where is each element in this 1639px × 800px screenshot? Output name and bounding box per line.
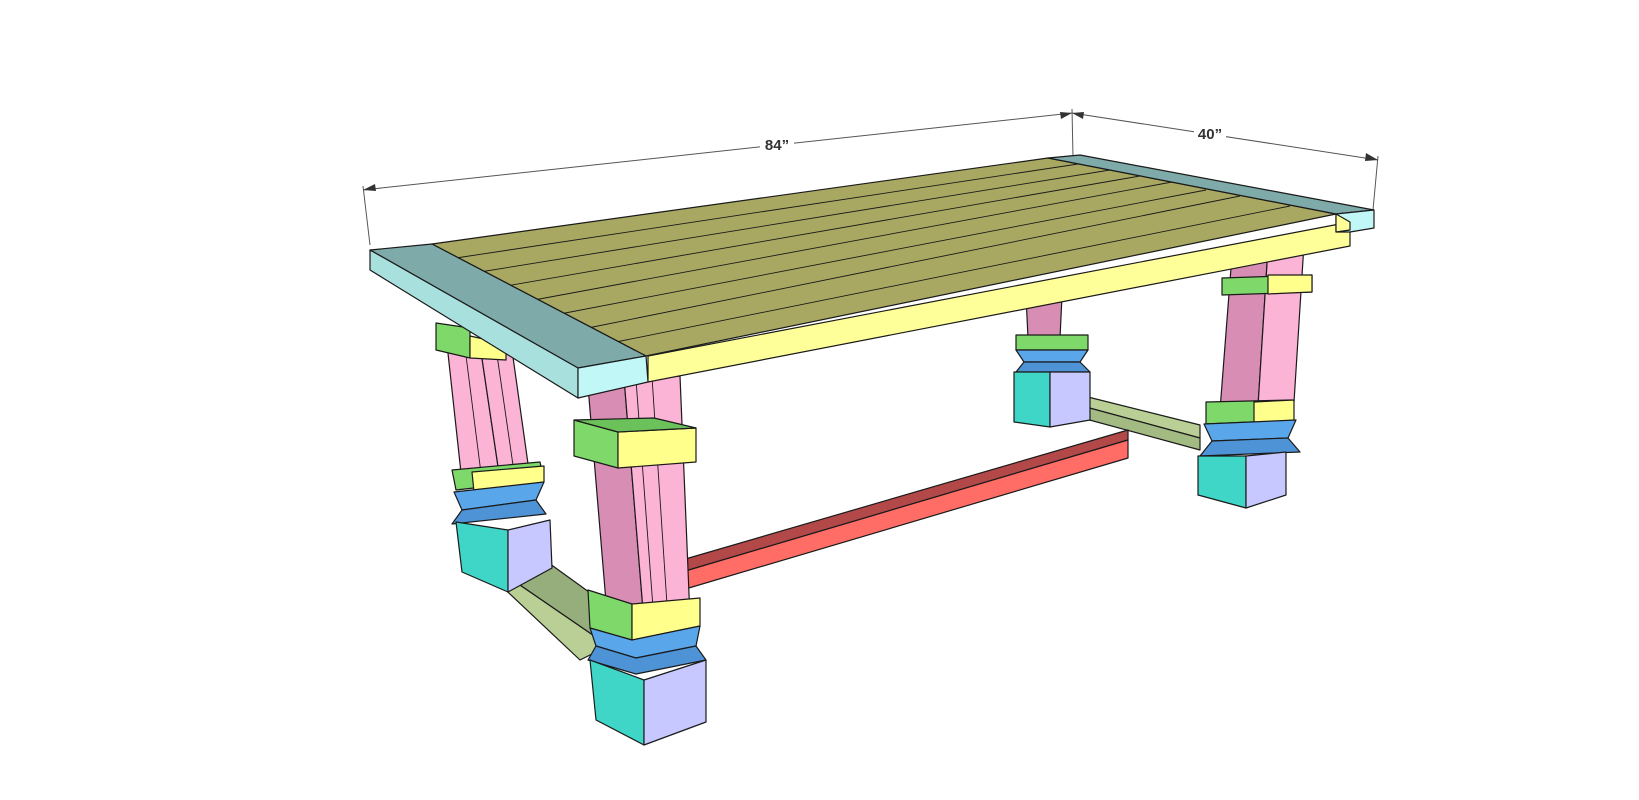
- breadboard-left-end: [577, 355, 649, 399]
- arrowhead-middle-left: [1060, 112, 1072, 119]
- extension-line-right: [1372, 155, 1379, 211]
- extension-line-middle: [1071, 108, 1074, 158]
- leg-back-left: [1013, 295, 1091, 428]
- table-top: [369, 154, 1375, 399]
- arrowhead-right: [1365, 153, 1378, 161]
- dimension-width: 40”: [1071, 112, 1379, 211]
- dimension-length: 84”: [362, 108, 1074, 246]
- dimension-label-bg: [1194, 123, 1226, 143]
- leg-front-left: [435, 322, 553, 593]
- arrowhead-middle-right: [1072, 112, 1084, 119]
- dimension-line-length: [362, 112, 1073, 191]
- center-stretcher: [681, 429, 1129, 591]
- dimension-label-length: 84”: [765, 137, 789, 154]
- dimension-label-bg: [760, 134, 794, 154]
- leg-front-right: [573, 375, 707, 746]
- arrowhead-left: [363, 184, 376, 191]
- extension-line-left: [362, 185, 371, 246]
- leg-back-right: [1197, 243, 1313, 509]
- dimension-label-width: 40”: [1198, 126, 1222, 143]
